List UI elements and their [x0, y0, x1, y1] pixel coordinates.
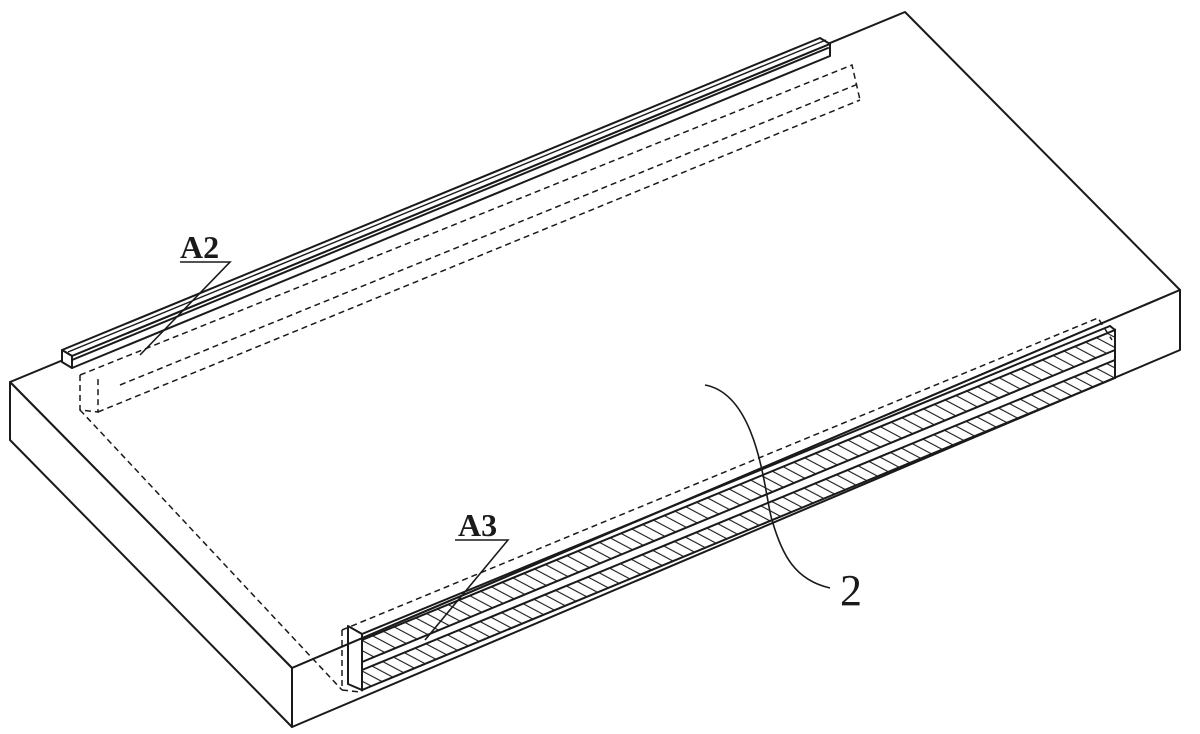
label-a2: A2: [180, 229, 219, 265]
hidden-channel-back-bottom: [97, 99, 861, 413]
label-a3: A3: [458, 507, 497, 543]
strip-a3-top-edge: [361, 325, 1111, 635]
strip-a3: [347, 325, 1116, 692]
rail-a2-groove: [71, 47, 829, 361]
hidden-channel-mid: [119, 83, 859, 386]
leader-a3: [424, 539, 510, 641]
hidden-channel-front-end: [341, 630, 361, 693]
leader-2: [704, 384, 831, 589]
label-part-2: 2: [840, 566, 862, 615]
hidden-channel-back-top: [79, 63, 861, 376]
strip-a3-right-end: [1109, 325, 1116, 379]
hidden-channel-back-front: [79, 375, 99, 413]
rail-a2: [61, 37, 831, 369]
strip-a3-end-cap: [347, 625, 363, 692]
leader-a2: [139, 261, 232, 356]
leaders: [139, 261, 831, 641]
hidden-channel-left-edge: [79, 409, 343, 691]
rail-a2-end: [61, 349, 73, 369]
